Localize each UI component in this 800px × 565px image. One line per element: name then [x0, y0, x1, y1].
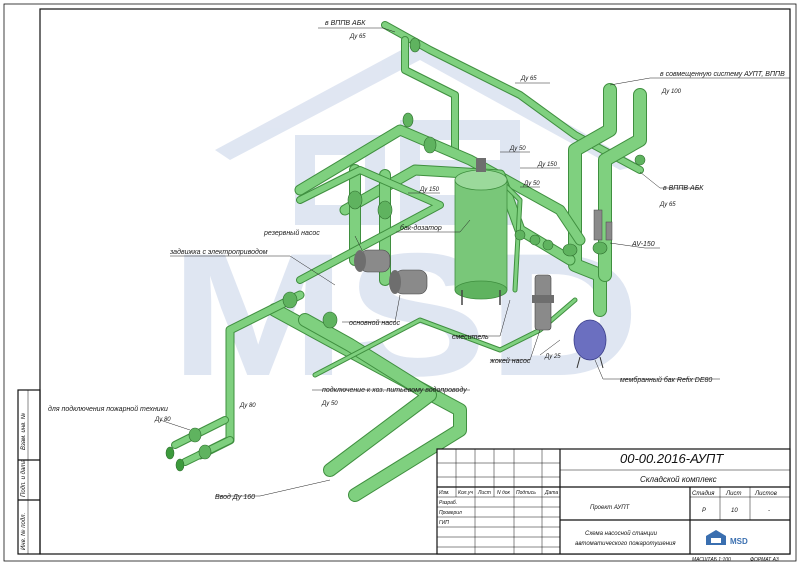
- label-vppv-abk-right: в ВППВ АБК: [663, 185, 704, 192]
- dosing-tank: [454, 158, 508, 305]
- col-izm: Изм.: [439, 490, 450, 496]
- label-du150-b: Ду 150: [419, 187, 440, 193]
- reserve-pump: [354, 249, 391, 273]
- label-du80-b: Ду 80: [154, 417, 171, 423]
- valves: [165, 37, 646, 472]
- jockey-pump: [532, 274, 554, 331]
- row-proveril: Проверил: [439, 510, 462, 516]
- label-mixer: смеситель: [452, 334, 489, 341]
- label-reserve-pump: резервный насос: [263, 229, 320, 237]
- membrane-tank: [573, 319, 607, 369]
- doc-code: 00-00.2016-АУПТ: [620, 451, 724, 466]
- diagram-labels: в ВППВ АБК Ду 65 Ду 65 в совмещенную сис…: [48, 20, 785, 501]
- col-list: Лист: [477, 490, 491, 496]
- scheme-line-1: Схема насосной станции: [585, 530, 658, 537]
- label-du100: Ду 100: [661, 89, 682, 95]
- main-pump: [389, 269, 428, 295]
- side-field-inv-no: Инв. № подл.: [20, 513, 27, 550]
- label-vppv-abk-top: в ВППВ АБК: [325, 20, 366, 27]
- label-dosing-tank: бак-дозатор: [400, 224, 442, 232]
- side-stamp: Взам. инв. № Подп. и дата Инв. № подл.: [17, 389, 41, 555]
- av150-valve: [593, 209, 613, 241]
- label-main-pump: основной насос: [349, 319, 401, 327]
- label-combined-system: в совмещенную систему АУПТ, ВППВ: [660, 71, 785, 78]
- label-av150: AV-150: [631, 241, 655, 248]
- label-jockey-pump: жокей насос: [489, 357, 531, 365]
- msd-logo-icon: [706, 530, 726, 545]
- inner-frame: [39, 8, 791, 555]
- row-razrab: Разраб.: [439, 500, 457, 506]
- outer-frame: [3, 3, 797, 562]
- sheet-header: Лист: [725, 491, 741, 497]
- footer-format: ФОРМАТ А3: [750, 557, 779, 563]
- side-field-replace: Взам. инв. №: [20, 412, 27, 450]
- scheme-line-2: автоматического пожаротушения: [575, 541, 676, 547]
- leader-lines: [159, 27, 790, 497]
- label-fire-equipment: для подключения пожарной техники: [48, 405, 168, 413]
- label-du25: Ду 25: [544, 354, 561, 360]
- object-name: Складской комплекс: [640, 475, 717, 484]
- label-du65-mid: Ду 65: [520, 76, 537, 82]
- project-name: Проект АУПТ: [590, 505, 631, 511]
- label-du150-a: Ду 150: [537, 162, 558, 168]
- col-kol-uch: Кол.уч: [458, 490, 473, 496]
- label-du65-right: Ду 65: [659, 202, 676, 208]
- title-block: 00-00.2016-АУПТ Складской комплекс Изм. …: [436, 448, 791, 555]
- label-du50-a: Ду 50: [509, 146, 526, 152]
- company-name: MSD: [730, 537, 748, 546]
- stage-header: Стадия: [692, 491, 715, 497]
- label-drinking-water: подключение к хоз. питьевому водопроводу: [322, 386, 467, 394]
- side-field-sign-date: Подп. и дата: [21, 459, 27, 497]
- col-n-dok: N док: [497, 490, 511, 496]
- label-du80-a: Ду 80: [239, 403, 256, 409]
- col-podpis: Подпись: [516, 490, 536, 496]
- sheet-value: 10: [731, 508, 738, 514]
- stage-value: Р: [702, 508, 706, 514]
- row-gip: ГИП: [439, 520, 449, 526]
- footer-scale: МАСШТАБ 1:100: [692, 557, 731, 563]
- label-du50-b: Ду 50: [523, 181, 540, 187]
- sheets-value: -: [768, 508, 770, 514]
- label-membrane-tank: мембранный бак Refix DE80: [620, 376, 712, 384]
- label-du50-c: Ду 50: [321, 401, 338, 407]
- label-inlet: Ввод Ду 160: [215, 493, 255, 501]
- col-data: Дата: [544, 490, 558, 496]
- label-du65-top: Ду 65: [349, 34, 366, 40]
- label-electric-valve: задвижка с электроприводом: [169, 248, 268, 256]
- sheets-header: Листов: [754, 491, 777, 497]
